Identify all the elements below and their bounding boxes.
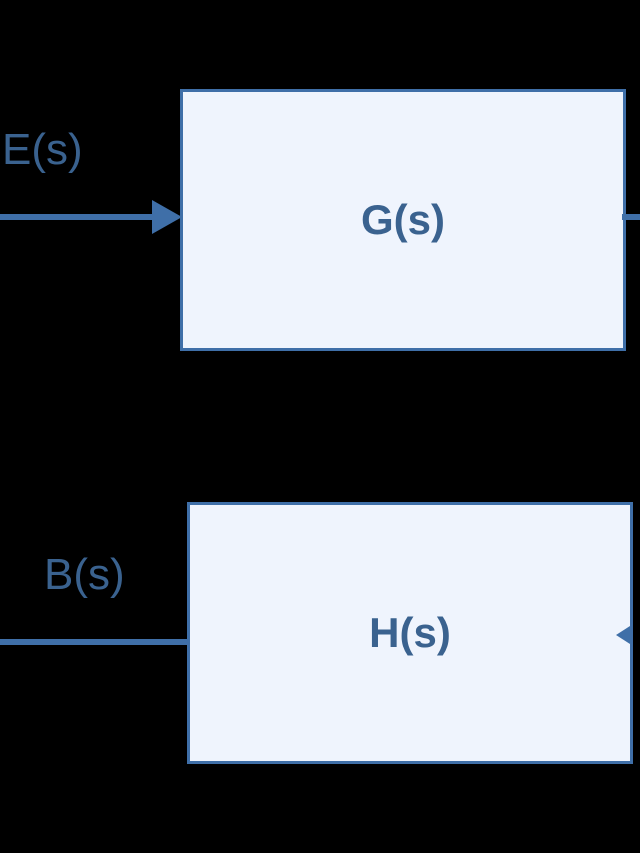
arrow-right-icon <box>152 200 182 234</box>
feedback-signal-label: B(s) <box>44 550 125 599</box>
block-hs-label: H(s) <box>369 609 451 656</box>
block-gs[interactable]: G(s) <box>180 89 626 351</box>
feedback-signal-wire <box>0 639 190 645</box>
error-signal-wire <box>0 214 165 220</box>
gs-output-wire <box>622 214 640 220</box>
error-signal-label: E(s) <box>2 125 83 174</box>
block-gs-label: G(s) <box>361 196 445 243</box>
arrow-left-icon <box>616 626 630 644</box>
block-hs[interactable]: H(s) <box>187 502 633 764</box>
